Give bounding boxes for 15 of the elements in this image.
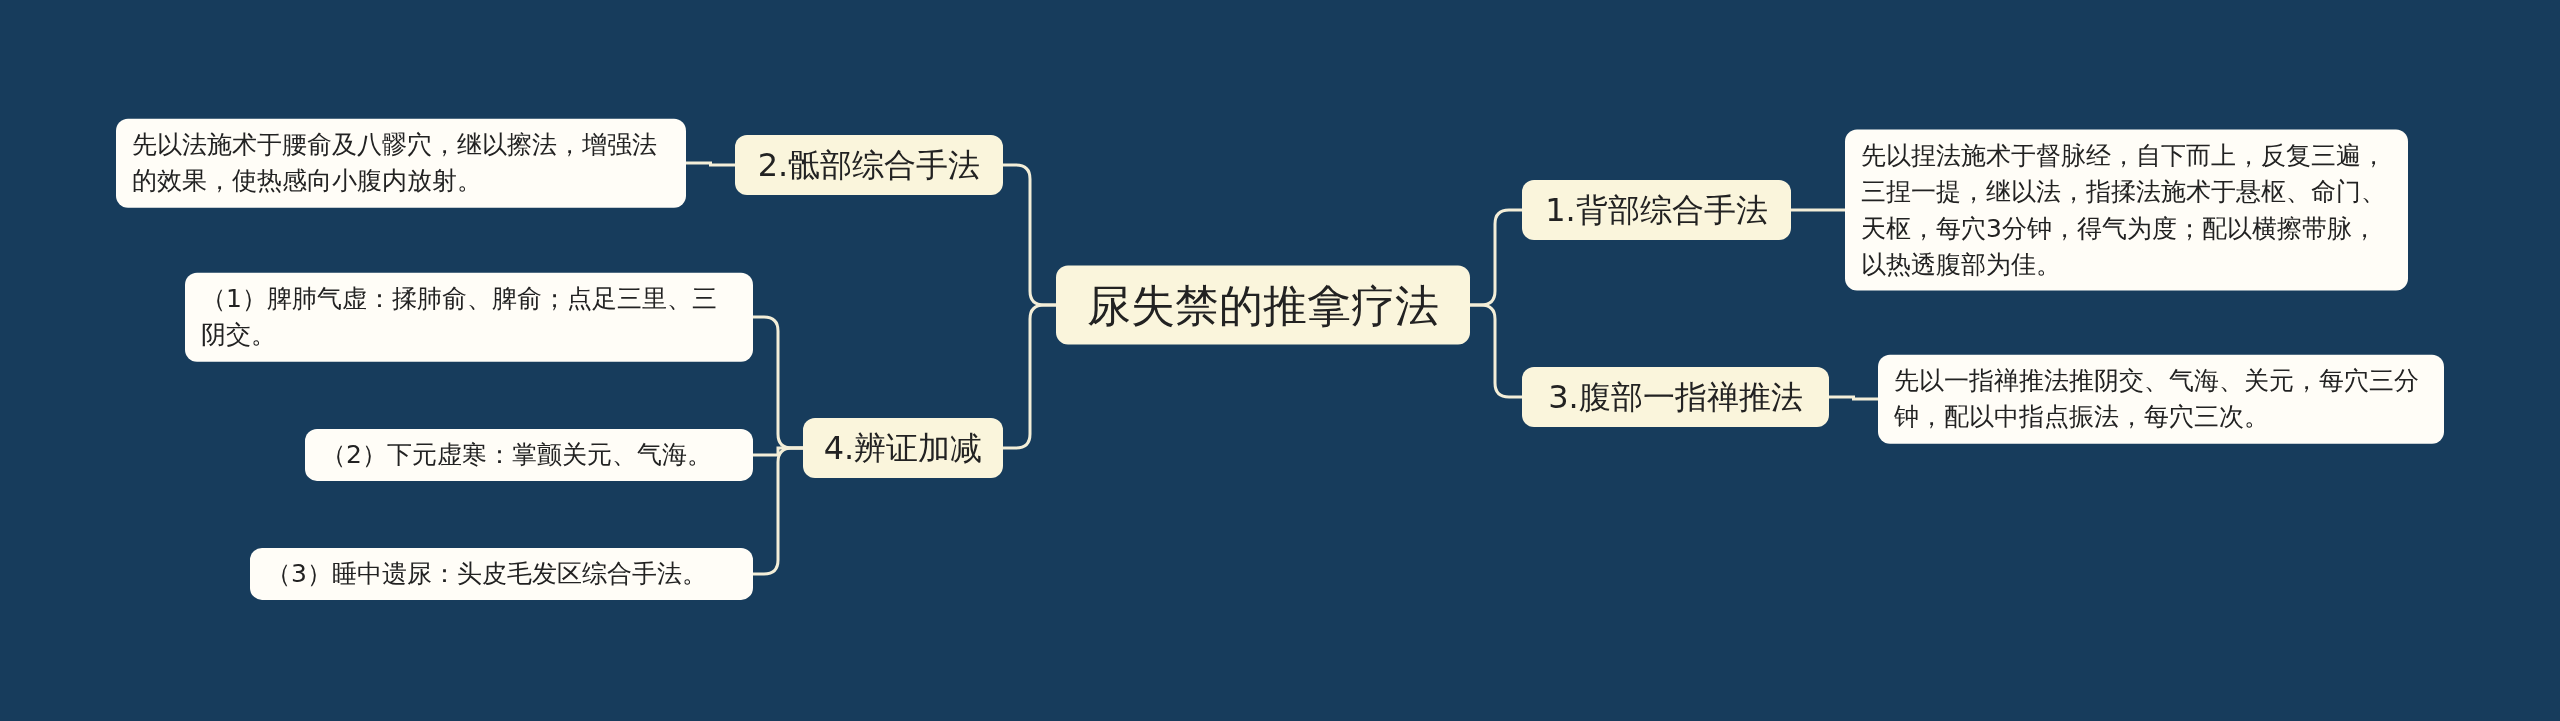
- connector-line: [686, 161, 735, 167]
- detail-box: （1）脾肺气虚：揉肺俞、脾俞；点足三里、三阴交。: [185, 272, 753, 362]
- detail-box: 先以捏法施术于督脉经，自下而上，反复三遍，三捏一提，继以法，指揉法施术于悬枢、命门、天枢，每穴3分钟，得气为度；配以横擦带脉，以热透腹部为佳。: [1845, 129, 2408, 291]
- branch-box: 1.背部综合手法: [1522, 180, 1791, 240]
- detail-box: （2）下元虚寒：掌颤关元、气海。: [305, 428, 753, 482]
- detail-box: （3）睡中遗尿：头皮毛发区综合手法。: [250, 547, 753, 601]
- detail-box: 先以一指禅推法推阴交、气海、关元，每穴三分钟，配以中指点振法，每穴三次。: [1878, 354, 2444, 444]
- branch-box: 3.腹部一指禅推法: [1522, 367, 1829, 427]
- detail-box: 先以法施术于腰俞及八髎穴，继以擦法，增强法的效果，使热感向小腹内放射。: [116, 118, 686, 208]
- connector-line: [753, 446, 803, 576]
- topic-box: 尿失禁的推拿疗法: [1056, 265, 1470, 345]
- connector-line: [1829, 395, 1878, 401]
- connector-line: [1791, 208, 1845, 212]
- branch-box: 4.辨证加减: [803, 418, 1003, 478]
- branch-box: 2.骶部综合手法: [735, 135, 1003, 195]
